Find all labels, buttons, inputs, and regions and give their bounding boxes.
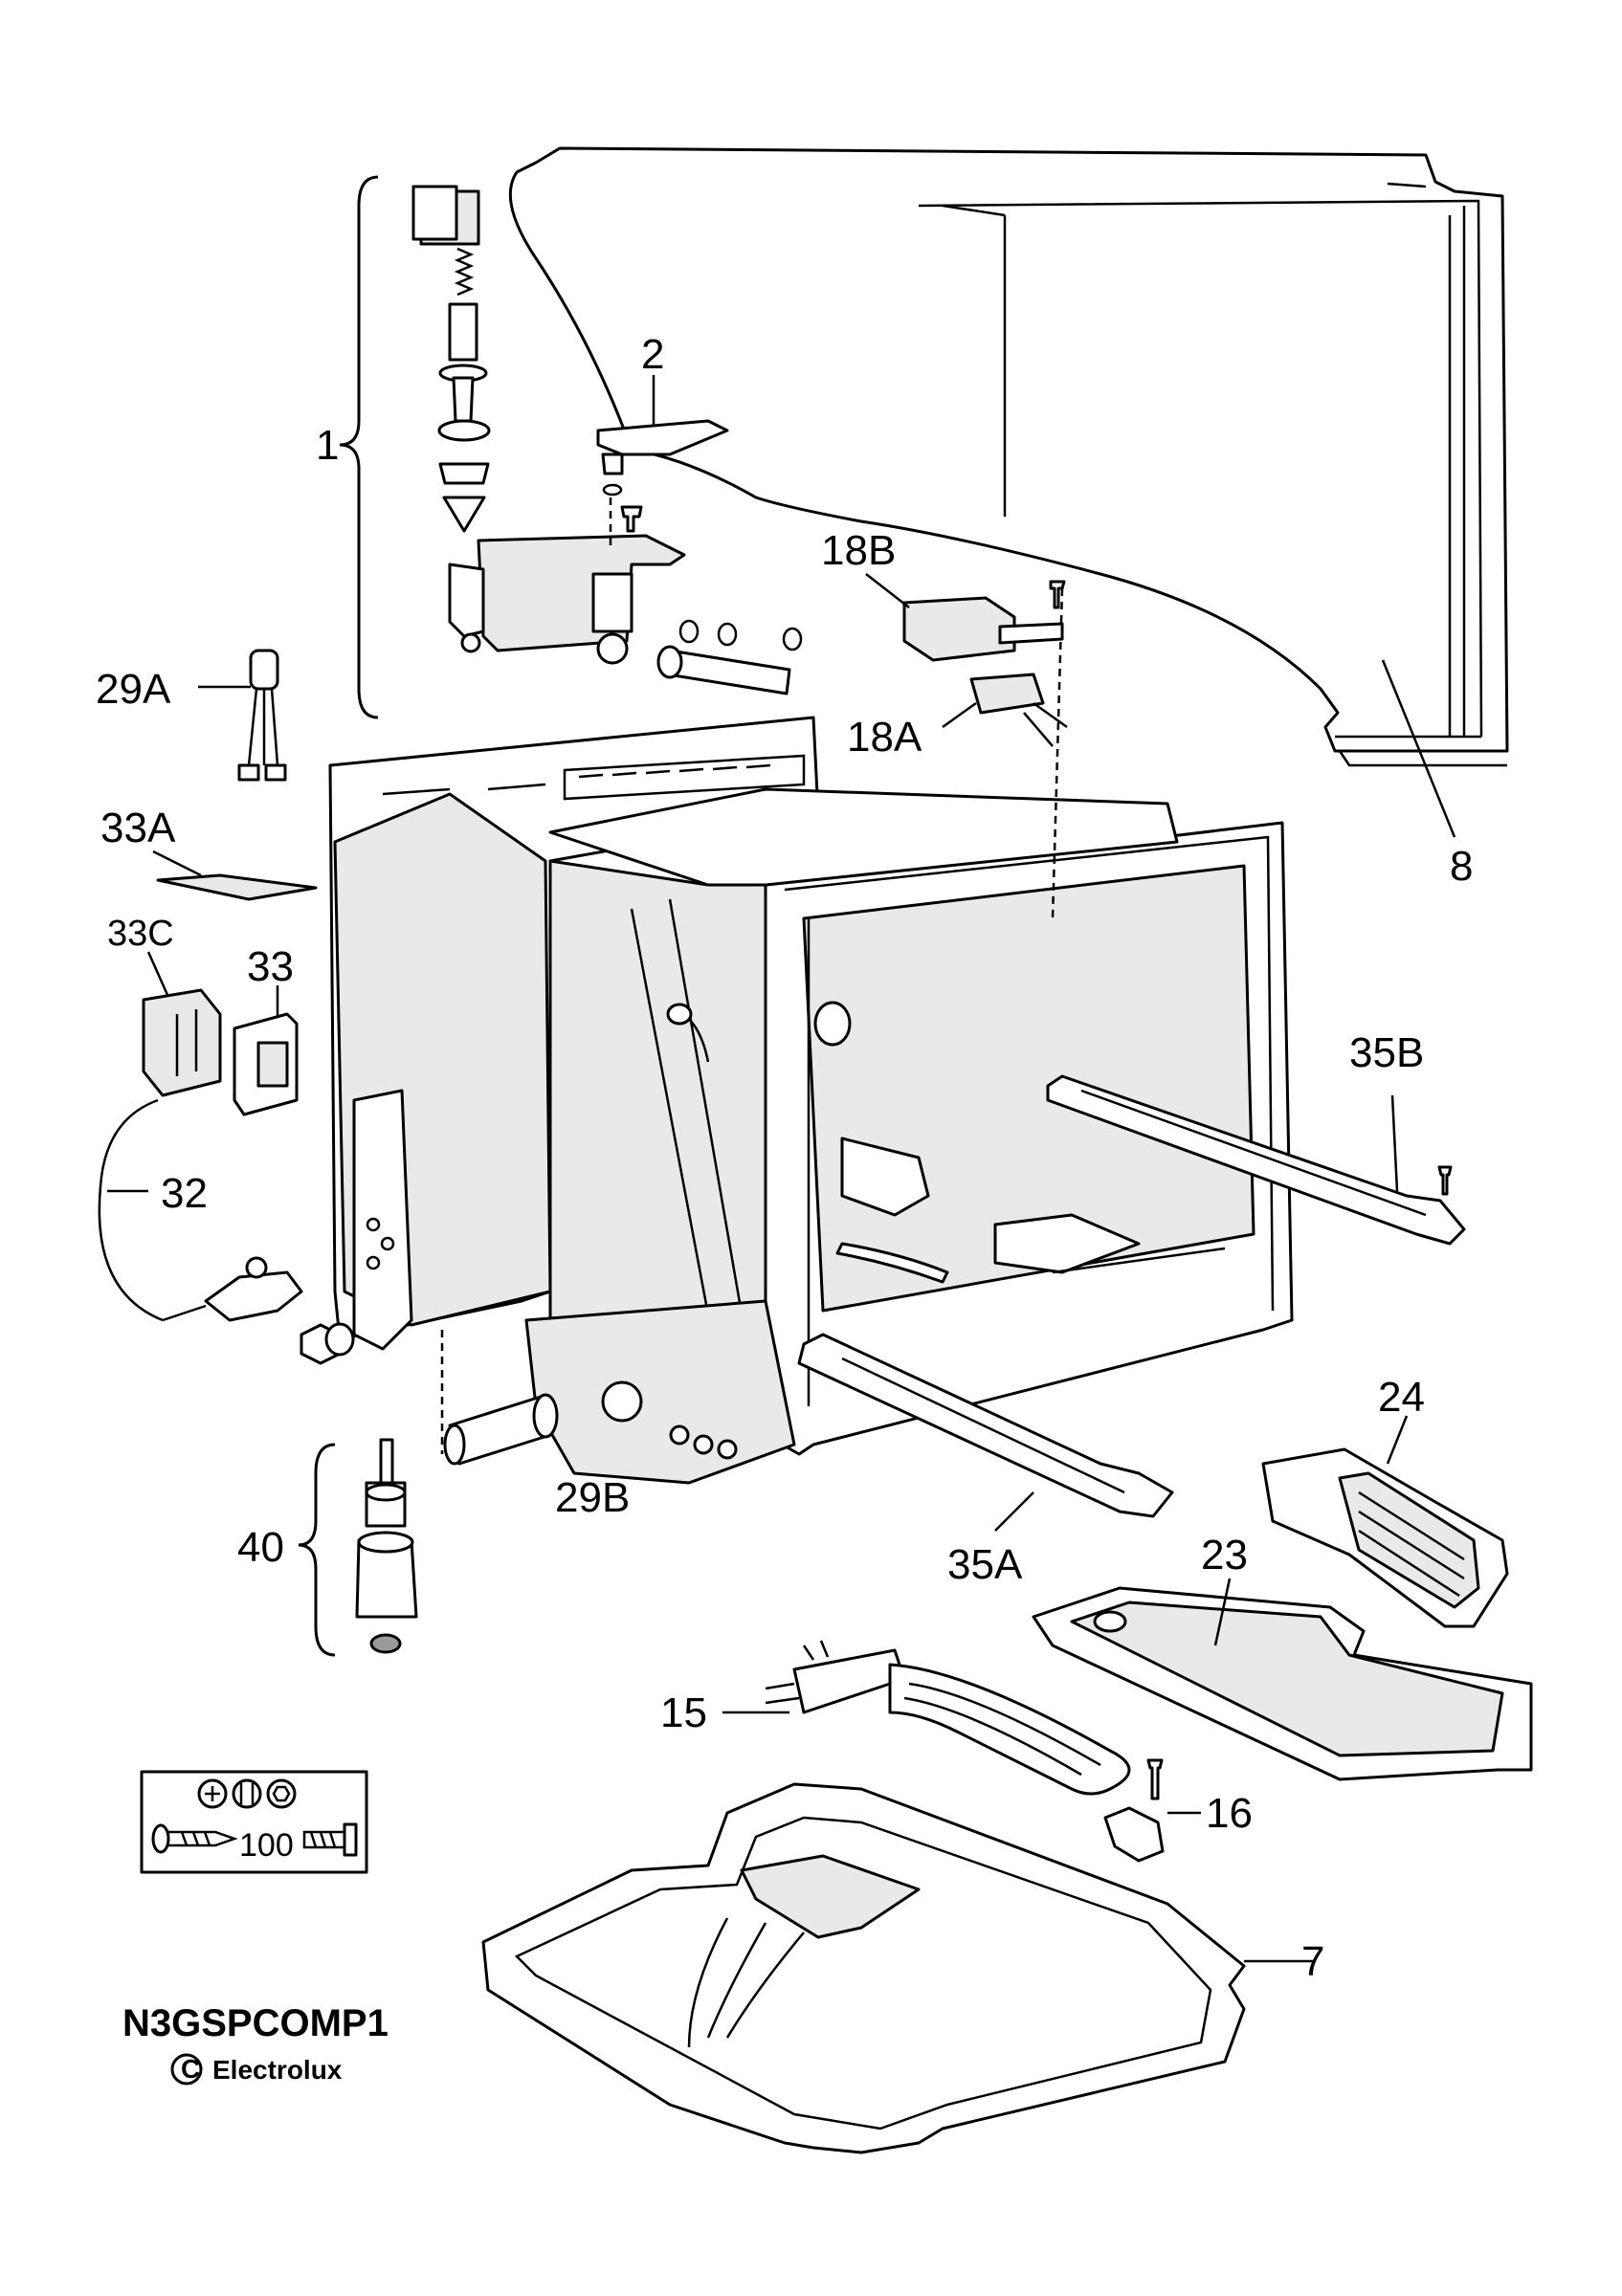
part-29a-capacitor — [198, 649, 287, 782]
label-7: 7 — [1301, 1938, 1324, 1985]
label-1: 1 — [316, 422, 339, 469]
label-8: 8 — [1450, 843, 1473, 890]
part-33a-lid — [152, 850, 318, 901]
diagram-code: N3GSPCOMP1 — [122, 2002, 389, 2044]
copyright-c-glyph: C — [181, 2054, 200, 2084]
label-18a: 18A — [847, 714, 922, 761]
part-8-leader — [1381, 659, 1456, 838]
slotted-screw-head-icon — [232, 1778, 262, 1809]
legend-quantity: 100 — [239, 1827, 294, 1864]
label-33: 33 — [247, 943, 294, 990]
part-35a-lower-rail — [797, 1333, 1174, 1532]
brand-name: Electrolux — [212, 2055, 343, 2085]
copyright-notice: © C Electrolux — [170, 2053, 343, 2086]
part-35b-upper-rail — [1046, 1074, 1466, 1246]
part-18a-micro-switch — [942, 673, 1068, 747]
hardware-legend: 100 — [140, 1770, 368, 1874]
part-32-mains-cable — [98, 1098, 303, 1322]
hex-head-icon — [266, 1778, 297, 1809]
part-24-filter — [1261, 1415, 1509, 1628]
part-33-terminal-block — [233, 985, 299, 1116]
label-40: 40 — [237, 1524, 284, 1571]
part-40-level-control — [298, 1438, 418, 1657]
label-32: 32 — [161, 1170, 208, 1217]
tub-cabinet — [300, 587, 1294, 1485]
label-18b: 18B — [821, 527, 896, 574]
label-29a: 29A — [96, 666, 171, 713]
copyright-circle — [170, 2053, 203, 2086]
part-29b-capacitor — [443, 1393, 559, 1466]
part-2-lever — [596, 375, 729, 545]
label-29b: 29B — [555, 1474, 630, 1521]
phillips-screw-head-icon — [197, 1778, 228, 1809]
label-33a: 33A — [100, 805, 176, 851]
part-33c-cover — [142, 951, 222, 1097]
part-23-sump-tray — [1032, 1578, 1533, 1781]
bolt-icon — [302, 1822, 358, 1857]
part-18b-switch-housing — [865, 573, 1066, 662]
part-16-bracket — [1103, 1758, 1201, 1863]
part-8-top-cover — [508, 146, 1509, 767]
label-33c: 33C — [107, 914, 174, 954]
part-7-base-tray — [481, 1782, 1316, 2154]
label-23: 23 — [1201, 1532, 1248, 1578]
part-15-heating-element — [722, 1640, 1131, 1796]
part-1-valve-assembly — [339, 175, 803, 719]
label-16: 16 — [1206, 1790, 1253, 1837]
screw-icon — [151, 1823, 238, 1854]
label-35b: 35B — [1349, 1029, 1424, 1076]
label-15: 15 — [660, 1689, 707, 1736]
label-35a: 35A — [947, 1541, 1023, 1588]
label-24: 24 — [1378, 1374, 1425, 1421]
label-2: 2 — [641, 331, 664, 378]
